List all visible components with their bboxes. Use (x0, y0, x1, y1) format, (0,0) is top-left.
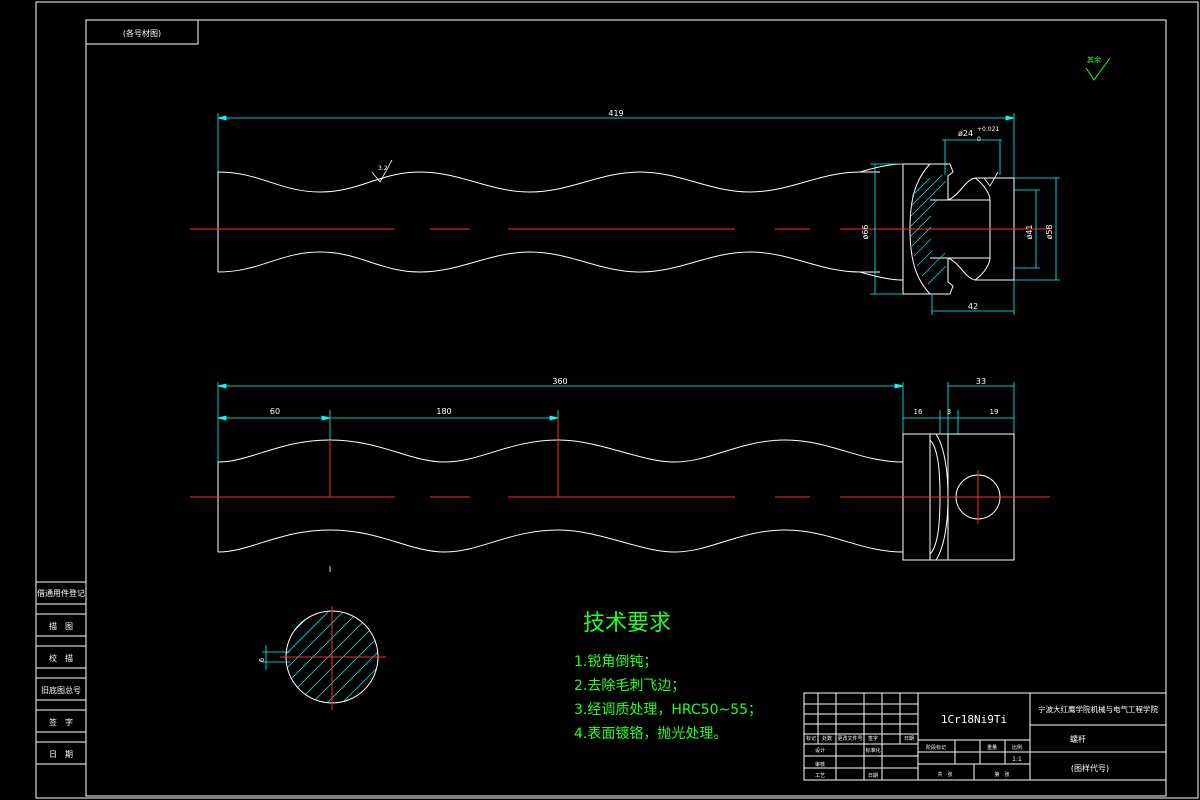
sheet-total: 共 张 (937, 771, 952, 778)
scale-label: 比例 (1012, 744, 1022, 751)
material-text: 1Cr18Ni9Ti (941, 713, 1007, 726)
dim-19-text: 19 (990, 408, 999, 416)
left-sidebar-table: 借通用件登记 描 图 校 描 旧底图总号 签 字 日 期 (35, 581, 87, 765)
top-left-box-label: (各号材图) (123, 28, 161, 38)
stage-label: 阶段标记 (926, 744, 946, 751)
front-dia-dims (870, 163, 1060, 315)
drawing-frame (35, 1, 1199, 799)
sidebar-item-1: 描 图 (49, 621, 73, 631)
drawing-code-text: (图样代号) (1071, 763, 1109, 773)
dim-bore (942, 139, 1002, 175)
process-label: 工艺 (815, 773, 825, 779)
tech-item-3: 3.经调质处理，HRC50~55； (574, 702, 762, 718)
title-block: 1Cr18Ni9Ti 宁波大红鹰学院机械与电气工程学院 螺杆 (图样代号) 1:… (803, 692, 1167, 781)
roughness-mark-label: 其余 (1087, 55, 1101, 64)
section-mark: I (329, 565, 331, 574)
dim-33-text: 33 (976, 377, 986, 386)
section-centerlines (280, 606, 386, 710)
row-label-file: 更改文件号 (837, 735, 862, 742)
bore-tol-lower: 0 (977, 136, 981, 143)
section-dim-text: 6 (258, 657, 266, 662)
tech-item-1: 1.锐角倒钝； (574, 654, 657, 670)
sheet-no: 第 张 (994, 771, 1009, 778)
sidebar-item-3: 旧底图总号 (41, 685, 81, 695)
row-label-mark: 标记 (806, 735, 816, 742)
side-centerlines (190, 418, 1050, 524)
dim-3-text: 3 (947, 408, 951, 416)
general-roughness-mark: 其余 (1085, 55, 1111, 81)
standard-label: 标准化 (865, 747, 880, 754)
section-hatch (286, 611, 378, 703)
row-label-date: 日期 (904, 736, 914, 742)
front-hatch (910, 174, 947, 285)
weight-label: 重量 (987, 744, 997, 751)
school-text: 宁波大红鹰学院机械与电气工程学院 (1038, 704, 1158, 714)
sidebar-item-2: 校 描 (49, 653, 73, 663)
top-left-box: (各号材图) (85, 19, 199, 45)
row-label-count: 处数 (822, 735, 832, 742)
dim-419 (217, 113, 1015, 185)
tech-requirements: 技术要求 1.锐角倒钝； 2.去除毛刺飞边； 3.经调质处理，HRC50~55；… (574, 611, 762, 742)
scale-text: 1:1 (1012, 756, 1022, 763)
review-label: 审核 (815, 761, 825, 768)
tech-item-4: 4.表面镀铬，抛光处理。 (574, 725, 727, 742)
approve-label: 日期 (868, 773, 878, 779)
row-label-sign: 签字 (868, 735, 878, 742)
bore-dim-text: ø24 (958, 129, 973, 138)
dim-16-text: 16 (914, 408, 923, 416)
inner-dia-text: ø41 (1025, 224, 1034, 239)
roughness-symbol (371, 159, 999, 187)
tech-item-2: 2.去除毛刺飞边； (574, 678, 685, 694)
sidebar-item-4: 签 字 (49, 717, 73, 727)
design-label: 设计 (815, 747, 825, 754)
section-dim (262, 645, 290, 670)
front-view: 419 ø24 +0.021 0 (190, 109, 1060, 315)
tech-title: 技术要求 (583, 611, 671, 636)
side-view: 360 60 180 33 16 3 19 I (190, 377, 1050, 574)
hub-length-text: 42 (968, 302, 978, 311)
dim-419-text: 419 (608, 109, 623, 118)
section-view: 6 (258, 606, 386, 710)
sidebar-item-5: 日 期 (49, 750, 73, 759)
bore-tol-upper: +0.021 (977, 126, 999, 133)
part-name-text: 螺杆 (1070, 734, 1086, 744)
sidebar-item-0: 借通用件登记 (37, 588, 85, 598)
side-dims (217, 382, 1015, 462)
dim-60-text: 60 (270, 407, 280, 416)
outer-dia-text: ø58 (1045, 224, 1054, 239)
flange-dia-text: ø66 (861, 224, 870, 239)
dim-180-text: 180 (436, 407, 451, 416)
roughness-value: 3.2 (378, 165, 388, 172)
dim-360-text: 360 (552, 377, 567, 386)
